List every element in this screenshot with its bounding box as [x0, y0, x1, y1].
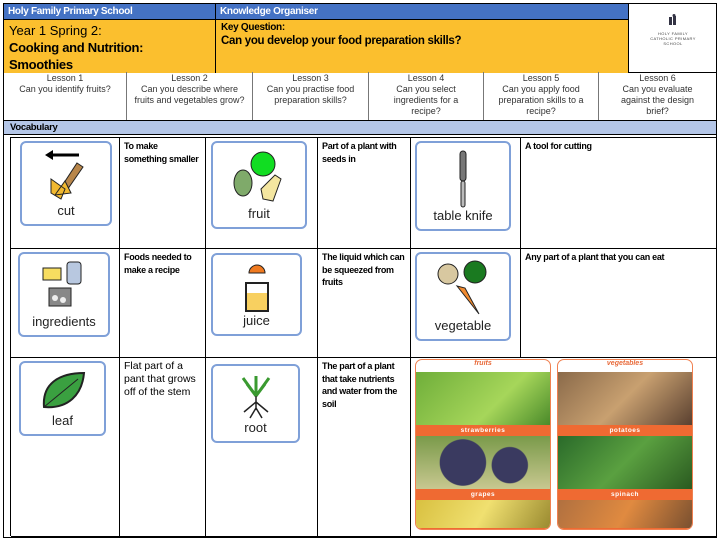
word-juice: juice — [243, 313, 270, 328]
organiser-title: Knowledge Organiser — [215, 4, 628, 19]
lesson-title: Lesson 2 — [171, 73, 208, 83]
juice-icon — [244, 264, 269, 312]
word-root: root — [244, 420, 267, 435]
card-cut: cut — [20, 141, 112, 226]
definition-root: The part of a plant that take nutrients … — [318, 358, 411, 537]
lesson-question: Can you apply food preparation skills to… — [498, 84, 584, 116]
scissors-icon — [45, 150, 84, 200]
definition-ingredients: Foods needed to make a recipe — [120, 249, 206, 358]
lesson-title: Lesson 4 — [407, 73, 445, 83]
picture-cell — [11, 358, 120, 537]
definition-juice: The liquid which can be squeezed from fr… — [318, 249, 411, 358]
knife-icon — [459, 150, 467, 208]
picture-cell — [206, 249, 318, 358]
definition-cut: To make something smaller — [120, 138, 206, 249]
word-fruit: fruit — [248, 206, 270, 221]
poster-label: potatoes — [558, 425, 692, 436]
posters-cell — [411, 358, 717, 537]
poster-vegetables: vegetables potatoes spinach carrots — [557, 359, 693, 530]
picture-cell — [411, 138, 521, 249]
lesson-title: Lesson 3 — [292, 73, 329, 83]
topic-title: Cooking and Nutrition: Smoothies — [9, 40, 144, 72]
word-vegetable: vegetable — [434, 318, 492, 333]
fruit-icon — [233, 151, 282, 202]
picture-cell — [11, 249, 120, 358]
card-table-knife: table knife — [415, 141, 511, 231]
definition-leaf: Flat part of a pant that grows off of th… — [120, 358, 206, 537]
carrots-photo — [558, 500, 692, 528]
poster-label: spinach — [558, 489, 692, 500]
card-vegetable: vegetable — [415, 252, 511, 341]
poster-label: bananas — [416, 528, 550, 529]
picture-cell — [411, 249, 521, 358]
word-ingredients: ingredients — [32, 314, 96, 329]
logo-text: HOLY FAMILY CATHOLIC PRIMARY SCHOOL — [650, 31, 696, 46]
lesson-title: Lesson 6 — [639, 73, 676, 83]
picture-cell — [206, 138, 318, 249]
poster-title: vegetables — [606, 360, 644, 367]
card-leaf: leaf — [19, 361, 106, 436]
poster-fruits: fruits strawberries grapes bananas — [415, 359, 551, 530]
bananas-photo — [416, 500, 550, 528]
vocabulary-table: To make something smaller Part of a plan… — [10, 137, 717, 537]
definition-fruit: Part of a plant with seeds in — [318, 138, 411, 249]
card-ingredients: ingredients — [18, 252, 110, 337]
lesson-question: Can you select ingredients for a recipe? — [393, 84, 459, 116]
logo-family-icon — [669, 14, 676, 25]
card-juice: juice — [211, 253, 302, 336]
poster-title: fruits — [474, 360, 492, 367]
definition-vegetable: Any part of a plant that you can eat — [521, 249, 717, 358]
spinach-photo — [558, 436, 692, 489]
ingredients-icon — [42, 261, 82, 307]
strawberries-photo — [416, 372, 550, 425]
key-question-label: Key Question: — [221, 22, 285, 33]
leaf-icon — [42, 371, 85, 409]
root-icon — [241, 376, 270, 419]
vegetable-icon — [437, 260, 487, 315]
topic-box: Year 1 Spring 2: Cooking and Nutrition: … — [4, 19, 215, 73]
lesson-title: Lesson 1 — [46, 73, 84, 83]
word-table-knife: table knife — [433, 208, 493, 223]
lesson-title: Lesson 5 — [522, 73, 560, 83]
header: Holy Family Primary School Knowledge Org… — [3, 3, 717, 73]
poster-label: strawberries — [416, 425, 550, 436]
poster-label: grapes — [416, 489, 550, 500]
year-term: Year 1 Spring 2: — [9, 23, 102, 38]
lesson-question: Can you identify fruits? — [19, 84, 111, 94]
card-fruit: fruit — [211, 141, 307, 229]
lesson-question: Can you evaluate against the design brie… — [620, 84, 695, 116]
lesson-question: Can you practise food preparation skills… — [266, 84, 355, 105]
picture-cell — [11, 138, 120, 249]
school-logo: HOLY FAMILY CATHOLIC PRIMARY SCHOOL — [628, 4, 717, 73]
word-cut: cut — [57, 203, 75, 218]
key-question: Can you develop your food preparation sk… — [221, 35, 462, 47]
definition-table-knife: A tool for cutting — [521, 138, 717, 249]
key-question-box: Key Question: Can you develop your food … — [215, 19, 628, 73]
grapes-photo — [416, 436, 550, 489]
potatoes-photo — [558, 372, 692, 425]
picture-cell — [206, 358, 318, 537]
card-root: root — [211, 364, 300, 443]
word-leaf: leaf — [52, 413, 73, 428]
lesson-question: Can you describe where fruits and vegeta… — [134, 84, 245, 105]
poster-label: carrots — [558, 528, 692, 529]
vocabulary-heading: Vocabulary — [3, 121, 717, 135]
school-name: Holy Family Primary School — [4, 4, 215, 19]
